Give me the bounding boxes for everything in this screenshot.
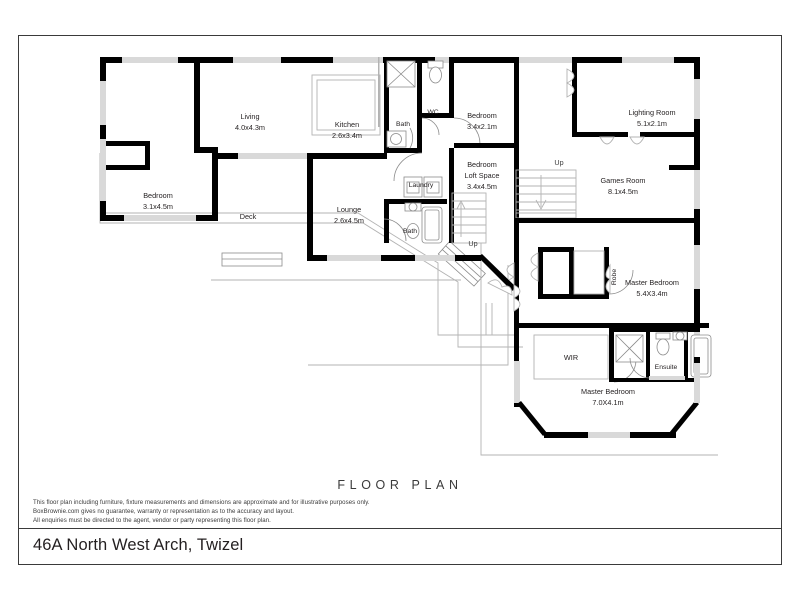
- sheet-border: [18, 35, 782, 565]
- laundry-fixtures: [403, 176, 443, 198]
- wall-lighting-room: [572, 57, 699, 137]
- room-dims-master-bedroom-2: 7.0X4.1m: [592, 398, 623, 407]
- room-label-games-room: Games Room: [600, 176, 645, 185]
- wall-mid-lower: [393, 254, 516, 291]
- door-arcs-upper: [393, 117, 481, 182]
- floor-plan-caption: FLOOR PLAN: [337, 478, 463, 492]
- wall-wir: [514, 323, 614, 382]
- wall-loft-left: [449, 148, 454, 243]
- bath-upper-fixtures: [386, 60, 416, 148]
- stair-label-up-main: Up: [554, 158, 563, 167]
- room-label-kitchen: Kitchen: [335, 120, 359, 129]
- wall-left-exterior: [100, 57, 106, 221]
- mid-thin-lines: [485, 303, 493, 335]
- room-label-living: Living: [240, 112, 259, 121]
- room-label-bedroom-front: Bedroom: [143, 191, 173, 200]
- room-label-wc: WC: [427, 109, 438, 116]
- room-label-robe: Robe: [611, 269, 618, 285]
- stair-direction-labels: Up Up: [468, 158, 563, 248]
- stair-label-up-inner: Up: [468, 239, 477, 248]
- room-label-bedroom-2: Bedroom: [467, 111, 497, 120]
- ensuite-door-arc: [629, 357, 651, 379]
- room-dims-lighting-room: 5.1x2.1m: [637, 119, 667, 128]
- lower-wing-thin-outline: [480, 243, 718, 456]
- room-dims-master-bedroom-1: 5.4X3.4m: [636, 289, 667, 298]
- room-label-master-bedroom-2: Master Bedroom: [581, 387, 635, 396]
- ensuite-window: [649, 376, 685, 380]
- room-label-bath-upper: Bath: [396, 121, 410, 128]
- room-label-wir: WIR: [564, 353, 578, 362]
- stairs-inner: [451, 192, 487, 244]
- robe-outline: [573, 250, 605, 295]
- room-dims-kitchen: 2.6x3.4m: [332, 131, 362, 140]
- room-label-lighting-room: Lighting Room: [628, 108, 675, 117]
- wc-fixtures: [427, 60, 444, 84]
- room-dims-lounge: 2.6x4.5m: [334, 216, 364, 225]
- wall-top-exterior: [100, 57, 699, 63]
- room-dims-bedroom-2: 3.4x2.1m: [467, 122, 497, 131]
- wall-bedroom-right: [514, 57, 519, 243]
- mid-door-symbols: [487, 279, 521, 312]
- disclaimer-line-3: All enquiries must be directed to the ag…: [33, 517, 271, 525]
- room-label-master-bedroom-1: Master Bedroom: [625, 278, 679, 287]
- wall-lounge-right-lower: [307, 255, 399, 261]
- lighting-room-door-symbols: [565, 68, 645, 145]
- room-label-bath-lower: Bath: [403, 228, 417, 235]
- deck-steps: [221, 240, 486, 287]
- wall-master2: [514, 357, 700, 438]
- room-sublabel-bedroom-loft: Loft Space: [465, 171, 500, 180]
- master1-door-arc: [608, 269, 634, 295]
- disclaimer-line-1: This floor plan including furniture, fix…: [33, 499, 370, 506]
- kitchen-bench: [311, 74, 381, 136]
- room-label-laundry: Laundry: [409, 182, 434, 189]
- room-dims-bedroom-loft: 3.4x4.5m: [467, 182, 497, 191]
- wall-bedroom2-loft: [454, 143, 518, 148]
- wall-games-room-divider: [669, 165, 700, 170]
- disclaimer-text: This floor plan including furniture, fix…: [33, 498, 370, 526]
- address-divider: [18, 528, 782, 529]
- wall-laundry: [384, 199, 447, 243]
- wall-living-divider: [194, 57, 218, 221]
- room-label-lounge: Lounge: [337, 205, 361, 214]
- room-dims-games-room: 8.1x4.5m: [608, 187, 638, 196]
- room-label-bedroom-loft: Bedroom: [467, 160, 497, 169]
- door-arcs-lower-bath: [383, 218, 407, 242]
- stairs-main: [515, 169, 577, 219]
- room-dims-living: 4.0x4.3m: [235, 123, 265, 132]
- entry-vestibule-walls: [106, 141, 150, 170]
- floor-plan-drawing: Living 4.0x4.3m Kitchen 2.6x3.4m Bedroom…: [99, 57, 718, 456]
- room-labels: Living 4.0x4.3m Kitchen 2.6x3.4m Bedroom…: [143, 108, 679, 407]
- wall-games-room-bottom: [514, 218, 700, 223]
- wall-kitchen-right: [378, 57, 380, 127]
- room-label-deck: Deck: [240, 212, 257, 221]
- master1-door-symbols: [506, 252, 611, 294]
- disclaimer-line-2: BoxBrownie.com gives no guarantee, warra…: [33, 508, 295, 516]
- bath-lower-fixtures: [404, 202, 443, 244]
- room-label-ensuite: Ensuite: [655, 364, 678, 371]
- wall-bath-wc-block: [384, 57, 454, 153]
- property-address: 46A North West Arch, Twizel: [33, 536, 244, 554]
- wall-bedroom-front-bottom: [100, 215, 218, 221]
- room-dims-bedroom-front: 3.1x4.5m: [143, 202, 173, 211]
- wir-shelving: [533, 334, 609, 380]
